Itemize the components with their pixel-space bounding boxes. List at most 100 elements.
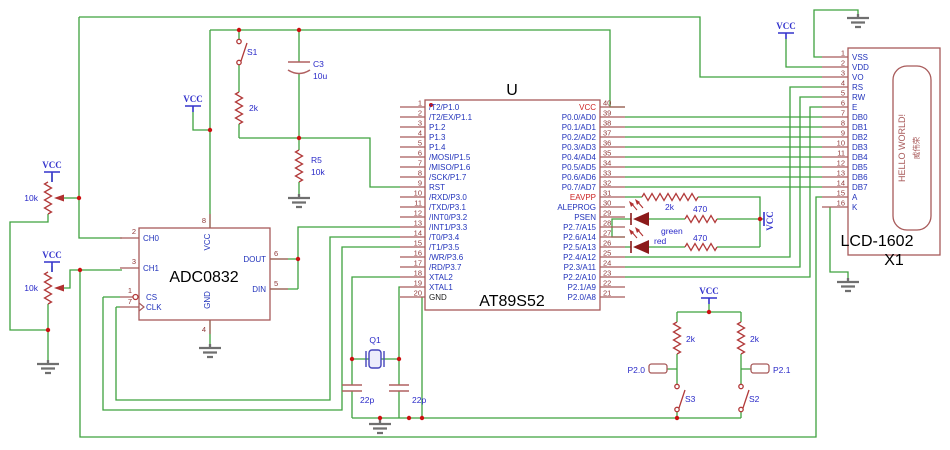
mcu-right-pin-name-32: P0.7/AD7 bbox=[562, 183, 597, 192]
lcd-pin-name-16: K bbox=[852, 203, 858, 212]
capacitor-22p-left: 22p bbox=[342, 384, 374, 405]
adc-pinnum-cs: 1 bbox=[128, 286, 132, 295]
mcu-left-pin-name-17: /RD/P3.7 bbox=[429, 263, 462, 272]
mcu-right-pin-number-39: 39 bbox=[603, 109, 611, 118]
mcu-left-pin-name-10: /RXD/P3.0 bbox=[429, 193, 467, 202]
ground-icon bbox=[835, 276, 861, 293]
adc0832-chip: ADC0832 CH0 2 CH1 3 CS 1 CLK 7 VCC 8 GND… bbox=[120, 214, 288, 334]
mcu-right-pin-number-23: 23 bbox=[603, 269, 611, 278]
vcc-icon: VCC bbox=[763, 211, 775, 231]
adc-pin-cs: CS bbox=[146, 293, 157, 302]
mcu-right-pin-name-39: P0.0/AD0 bbox=[562, 113, 597, 122]
ground-icon bbox=[367, 418, 393, 435]
lcd-pin-name-15: A bbox=[852, 193, 858, 202]
vcc-label: VCC bbox=[42, 160, 62, 170]
lcd-pin-number-7: 7 bbox=[841, 109, 845, 118]
potentiometer-2: 10k bbox=[24, 271, 64, 305]
lcd-screen-line2: 威伟荣 bbox=[911, 136, 921, 159]
mcu-right-pin-name-27: P2.6/A14 bbox=[563, 233, 596, 242]
mcu-right-pin-number-28: 28 bbox=[603, 219, 611, 228]
mcu-right-pin-name-35: P0.4/AD4 bbox=[562, 153, 597, 162]
mcu-right-pin-number-31: 31 bbox=[603, 189, 611, 198]
port-p21: P2.1 bbox=[750, 363, 791, 375]
r5-value: 10k bbox=[311, 167, 325, 177]
mcu-right-pin-name-31: EAVPP bbox=[570, 193, 596, 202]
mcu-left-pin-number-13: 13 bbox=[414, 219, 422, 228]
mcu-left-pin-number-1: 1 bbox=[418, 99, 422, 108]
lcd-pin-number-15: 15 bbox=[837, 189, 845, 198]
resistor-p20-2k: 2k bbox=[672, 321, 696, 355]
mcu-right-pin-number-29: 29 bbox=[603, 209, 611, 218]
lcd-pin-name-3: VO bbox=[852, 73, 864, 82]
potentiometer-1: 10k bbox=[24, 181, 64, 215]
mcu-left-pin-name-20: GND bbox=[429, 293, 447, 302]
mcu-left-pin-number-15: 15 bbox=[414, 239, 422, 248]
ground-icon bbox=[35, 358, 61, 375]
vcc-icon: VCC bbox=[699, 286, 719, 304]
mcu-right-pin-number-30: 30 bbox=[603, 199, 611, 208]
lcd-pin-number-16: 16 bbox=[837, 199, 845, 208]
vcc-label: VCC bbox=[776, 21, 796, 31]
resistor-eavpp-2k: 2k bbox=[641, 192, 699, 212]
lcd-pin-number-9: 9 bbox=[841, 129, 845, 138]
mcu-right-pin-name-24: P2.3/A11 bbox=[564, 263, 597, 272]
mcu-left-pin-name-19: XTAL1 bbox=[429, 283, 453, 292]
adc-pin-vcc: VCC bbox=[203, 233, 212, 250]
mcu-left-pin-name-4: P1.3 bbox=[429, 133, 446, 142]
lcd-name: LCD-1602 bbox=[841, 233, 914, 250]
mcu-name: AT89S52 bbox=[479, 293, 545, 310]
mcu-left-pin-number-14: 14 bbox=[414, 229, 422, 238]
port-p21-label: P2.1 bbox=[773, 365, 791, 375]
mcu-right-pin-number-25: 25 bbox=[603, 249, 611, 258]
vcc-label: VCC bbox=[42, 250, 62, 260]
switch-s2: S2 bbox=[738, 383, 760, 413]
mcu-left-pin-number-12: 12 bbox=[414, 209, 422, 218]
mcu-left-pin-number-18: 18 bbox=[414, 269, 422, 278]
mcu-left-pin-number-3: 3 bbox=[418, 119, 422, 128]
adc-pin-ch0: CH0 bbox=[143, 234, 160, 243]
mcu-left-pin-name-16: /WR/P3.6 bbox=[429, 253, 464, 262]
vcc-icon: VCC bbox=[42, 160, 62, 182]
switch-s1: S1 bbox=[236, 38, 258, 66]
s1-ref: S1 bbox=[247, 47, 258, 57]
mcu-left-pin-name-14: /T0/P3.4 bbox=[429, 233, 460, 242]
adc-pin-ch1: CH1 bbox=[143, 264, 160, 273]
port-p20: P2.0 bbox=[628, 363, 668, 375]
c-right-value: 22p bbox=[412, 395, 426, 405]
mcu-left-pin-number-5: 5 bbox=[418, 139, 422, 148]
adc-pin-dout: DOUT bbox=[243, 255, 266, 264]
mcu-left-pin-number-19: 19 bbox=[414, 279, 422, 288]
mcu-left-pin-number-6: 6 bbox=[418, 149, 422, 158]
lcd-pin-name-4: RS bbox=[852, 83, 863, 92]
mcu-right-pin-number-36: 36 bbox=[603, 139, 611, 148]
ground-icon bbox=[286, 192, 312, 209]
lcd-pin-number-12: 12 bbox=[837, 159, 845, 168]
r-p20-value: 2k bbox=[686, 334, 696, 344]
port-p20-label: P2.0 bbox=[628, 365, 646, 375]
adc-pinnum-ch0: 2 bbox=[132, 227, 136, 236]
lcd-pin-number-14: 14 bbox=[837, 179, 845, 188]
mcu-right-pin-number-21: 21 bbox=[603, 289, 611, 298]
vcc-label: VCC bbox=[765, 211, 775, 231]
mcu-left-pin-name-8: /SCK/P1.7 bbox=[429, 173, 467, 182]
led-red: red bbox=[629, 227, 667, 254]
s3-ref: S3 bbox=[685, 394, 696, 404]
lcd-pin-number-1: 1 bbox=[841, 49, 845, 58]
vcc-icon: VCC bbox=[42, 250, 62, 272]
ground-icon bbox=[197, 342, 223, 359]
s2-ref: S2 bbox=[749, 394, 760, 404]
mcu-right-pin-name-34: P0.5/AD5 bbox=[562, 163, 597, 172]
mcu-right-pin-number-34: 34 bbox=[603, 159, 611, 168]
mcu-left-pin-name-3: P1.2 bbox=[429, 123, 446, 132]
lcd-pin-name-5: RW bbox=[852, 93, 866, 102]
mcu-right-pin-name-36: P0.3/AD3 bbox=[562, 143, 597, 152]
mcu-right-pin-number-22: 22 bbox=[603, 279, 611, 288]
mcu-left-pin-name-12: /INT0/P3.2 bbox=[429, 213, 468, 222]
adc-pinnum-clk: 7 bbox=[128, 297, 132, 306]
lcd-screen-line1: HELLO WORLD! bbox=[897, 114, 907, 182]
q1-ref: Q1 bbox=[369, 335, 381, 345]
mcu-left-pin-number-17: 17 bbox=[414, 259, 422, 268]
adc-pin-din: DIN bbox=[252, 285, 266, 294]
